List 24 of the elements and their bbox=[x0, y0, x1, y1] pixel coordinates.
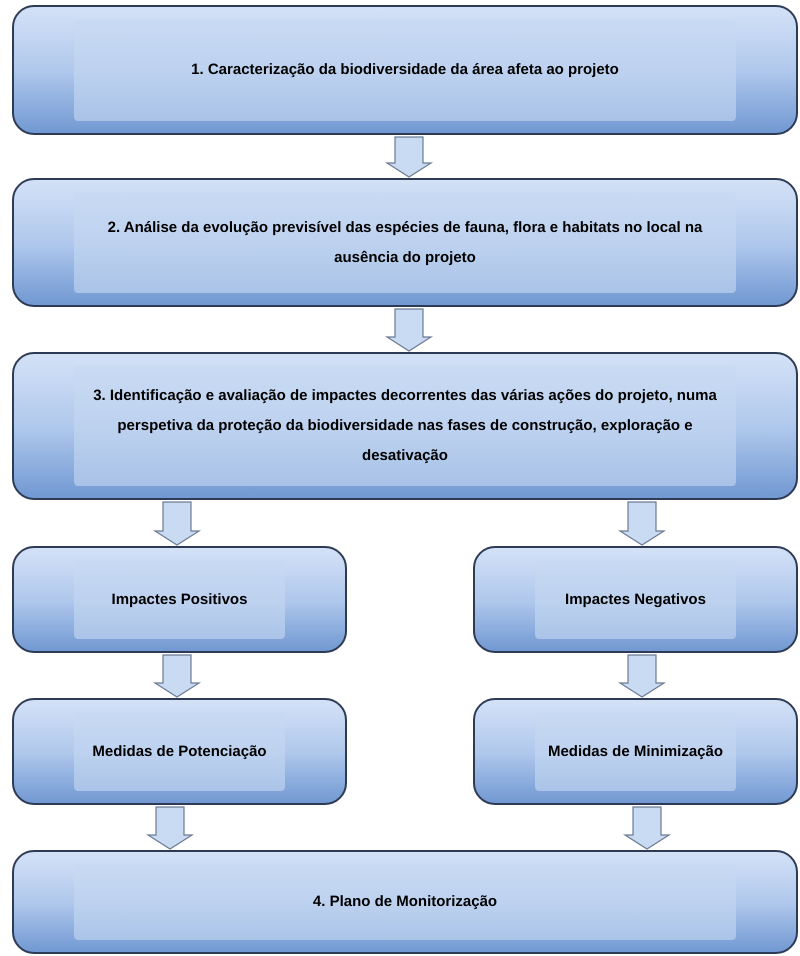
block-arrow bbox=[384, 308, 434, 352]
block-arrow bbox=[384, 136, 434, 178]
process-box bbox=[12, 5, 798, 135]
process-box bbox=[473, 698, 798, 805]
block-arrow bbox=[152, 501, 202, 546]
box-text: 4. Plano de Monitorização bbox=[312, 892, 498, 912]
block-arrow bbox=[152, 654, 202, 698]
process-box bbox=[473, 546, 798, 653]
box-text: 2. Análise da evolução previsível das espécies de fauna, flora e habitats no local na ausência do projeto bbox=[106, 218, 704, 268]
box-text: Medidas de Potenciação bbox=[92, 742, 267, 762]
box-text: Impactes Positivos bbox=[112, 590, 248, 610]
process-box bbox=[12, 178, 798, 307]
box-text: Impactes Negativos bbox=[565, 590, 706, 610]
process-box bbox=[12, 352, 798, 500]
box-text: 1. Caracterização da biodiversidade da área afeta ao projeto bbox=[191, 60, 619, 80]
process-box bbox=[12, 546, 347, 653]
box-text: Medidas de Minimização bbox=[548, 742, 724, 762]
block-arrow bbox=[618, 654, 666, 698]
process-box bbox=[12, 850, 798, 954]
block-arrow bbox=[146, 806, 194, 850]
block-arrow bbox=[622, 806, 672, 850]
block-arrow bbox=[618, 501, 666, 546]
box-text: 3. Identificação e avaliação de impactes decorrentes das várias ações do projeto, numa perspetiva da proteção da biodiversidade nas fases de construção, exploração e desativação bbox=[92, 386, 718, 466]
process-box bbox=[12, 698, 347, 805]
